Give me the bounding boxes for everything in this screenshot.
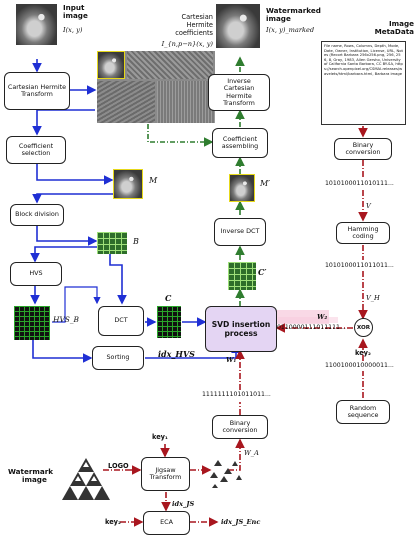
- coef-title-1: Cartesian: [181, 13, 214, 21]
- bits-top: 1010100011010111...: [325, 180, 394, 187]
- WA-label: W_A: [244, 449, 259, 457]
- Mprime-image: [229, 174, 255, 202]
- binary-conversion-mid-box: Binary conversion: [212, 415, 268, 439]
- arrow-coef-to-selection: [32, 109, 95, 136]
- dct-box: DCT: [98, 306, 144, 336]
- bits-w2: 0110000111011111...: [277, 324, 346, 331]
- key2-label: key₂: [105, 518, 121, 526]
- metadata-text-box: File name, Rows, Columns, Depth, Mode, D…: [321, 41, 406, 125]
- W2-label: W₂: [317, 313, 328, 321]
- coefficient-assembling-box: Coefficient assembling: [212, 128, 268, 158]
- coef-symbol: I_{n,p−n}(x, y): [161, 40, 213, 48]
- W1-label: W₁: [226, 356, 237, 364]
- xor-node: XOR: [354, 318, 373, 337]
- arrow-selection-to-M: [36, 164, 114, 185]
- hvs-box: HVS: [10, 262, 62, 286]
- key1-label: key₁: [152, 433, 168, 441]
- sorting-box: Sorting: [92, 346, 144, 370]
- coefficient-mosaic: [97, 51, 215, 123]
- arrow-block-to-B: [36, 226, 98, 246]
- watermarked-title: Watermarked: [266, 6, 321, 15]
- watermarked-symbol: I(x, y)_marked: [266, 26, 315, 34]
- input-title-2: image: [63, 11, 88, 20]
- Cprime-label: C′: [258, 267, 267, 277]
- coefficient-selection-box: Coefficient selection: [6, 136, 66, 164]
- M-image: [113, 169, 143, 199]
- bits-vh: 1010100011011011...: [325, 262, 394, 269]
- idx-hvs-label: idx_HVS: [158, 349, 195, 359]
- key2-right-label: key₂: [355, 349, 371, 357]
- binary-conversion-right-box: Binary conversion: [334, 138, 392, 160]
- eca-box: ECA: [143, 511, 190, 535]
- metadata-title-2: MetaData: [374, 27, 414, 36]
- random-sequence-box: Random sequence: [336, 400, 390, 424]
- jigsaw-transform-box: Jigsaw Transform: [141, 457, 190, 491]
- C-image: [157, 306, 181, 338]
- inverse-cht-box: Inverse Cartesian Hermite Transform: [208, 74, 270, 111]
- inverse-dct-box: Inverse DCT: [214, 218, 266, 246]
- input-symbol: I(x, y): [63, 26, 83, 34]
- svd-insertion-box: SVD insertion process: [205, 306, 277, 352]
- hamming-coding-box: Hamming coding: [336, 222, 390, 244]
- Mprime-label: M′: [260, 179, 271, 188]
- HVSB-label: HVS_B: [53, 315, 79, 324]
- idx-js-enc-label: idx_JS_Enc: [221, 518, 261, 526]
- arrow-B-to-dct: [109, 252, 127, 305]
- arrow-M-to-block: [32, 193, 117, 204]
- watermarked-title-2: image: [266, 14, 291, 23]
- idx-js-label: idx_JS: [172, 500, 195, 508]
- metadata-title: Image: [388, 19, 414, 28]
- B-label: B: [133, 237, 139, 246]
- bits-w1: 1111111101011011...: [202, 391, 271, 398]
- arrow-hvsb-to-sorting: [32, 340, 93, 363]
- logo-label: LOGO: [108, 462, 129, 470]
- arrow-B-to-hvs: [30, 246, 100, 263]
- B-image: [97, 232, 127, 254]
- coef-title-3: coefficients: [175, 29, 213, 37]
- input-image: [16, 4, 57, 45]
- cartesian-hermite-transform-box: Cartesian Hermite Transform: [4, 72, 70, 110]
- block-division-box: Block division: [10, 204, 64, 226]
- V-label: V: [366, 202, 371, 210]
- M-label: M: [149, 176, 158, 185]
- coef-title-2: Hermite: [186, 21, 213, 29]
- watermark-image-title-2: image: [22, 475, 47, 484]
- watermark-image-title: Watermark: [8, 467, 54, 476]
- arrow-coef-to-assembling: [147, 124, 214, 147]
- Cprime-image: [228, 262, 256, 290]
- watermarked-image: [216, 4, 260, 48]
- arrow-scramble-to-binary: [228, 438, 245, 471]
- C-label: C: [165, 293, 172, 303]
- scrambled-logo-image: [210, 460, 242, 488]
- input-title: Input: [63, 3, 85, 12]
- arrow-hvsb-to-dct: [52, 286, 101, 323]
- HVSB-image: [14, 306, 50, 340]
- bits-random: 1100100010000011...: [325, 362, 394, 369]
- VH-label: V_H: [366, 294, 380, 302]
